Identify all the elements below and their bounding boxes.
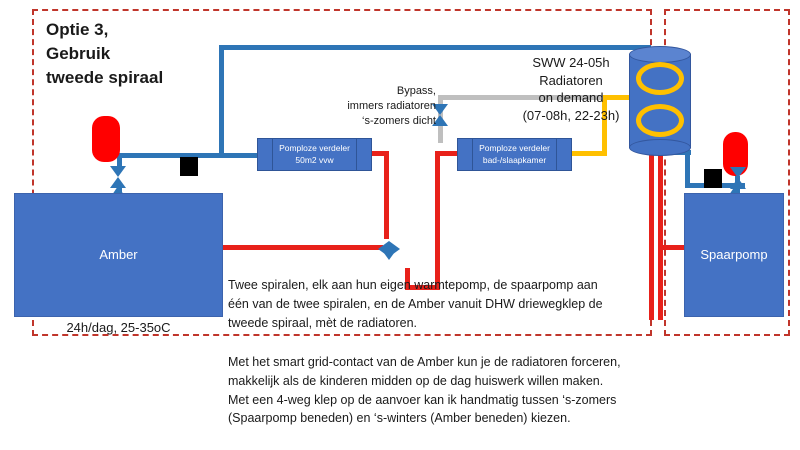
note-paragraph-1: Twee spiralen, elk aan hun eigen warmtep… xyxy=(228,278,603,330)
flow-arrow-amber xyxy=(112,186,124,195)
pipe-return-bottom-run xyxy=(405,285,440,290)
tank-coil-upper xyxy=(636,62,684,95)
shutoff-valve-right xyxy=(730,167,746,189)
pipe-coil-riser xyxy=(602,95,607,156)
pipe-return-riser-to-manifold2 xyxy=(435,151,440,290)
circulation-pump-right xyxy=(704,169,722,188)
annotation-sww: SWW 24-05h Radiatoren on demand (07-08h,… xyxy=(522,55,620,124)
pipe-tank-return-riser xyxy=(658,140,663,320)
three-way-valve xyxy=(378,234,408,264)
tank-coil-lower xyxy=(636,104,684,137)
manifold-radiatoren[interactable]: Pomploze verdeler bad-/slaapkamer xyxy=(457,138,572,171)
zone-boundary-right xyxy=(664,9,790,336)
pipe-spaarpomp-supply-drop xyxy=(685,150,690,188)
bypass-valve xyxy=(432,104,448,126)
pipe-supply-valve-drop xyxy=(117,153,122,171)
pipe-return-manifold2-in xyxy=(435,151,462,156)
tank-base xyxy=(629,139,691,156)
unit-amber-label: Amber xyxy=(99,246,138,262)
pipe-coil-to-tank xyxy=(602,95,650,100)
note-paragraph-2: Met het smart grid-contact van de Amber … xyxy=(228,355,621,426)
circulation-pump-left xyxy=(180,157,198,176)
pipe-spaarpomp-return xyxy=(658,245,686,250)
pipe-bypass-horizontal xyxy=(438,95,603,100)
unit-spaarpomp-label: Spaarpomp xyxy=(700,246,768,262)
page-title: Optie 3, Gebruik tweede spiraal xyxy=(46,20,164,88)
flow-arrow-spaarpomp xyxy=(729,186,741,195)
pipe-return-amber-out xyxy=(223,245,383,250)
annotation-bypass: Bypass, immers radiatoren ‘s-zomers dich… xyxy=(347,85,436,127)
pipe-supply-to-tank-top xyxy=(219,45,651,50)
manifold-vloerverwarming[interactable]: Pomploze verdeler 50m2 vvw xyxy=(257,138,372,171)
pipe-supply-riser xyxy=(219,45,224,155)
pipe-supply-amber-horizontal xyxy=(117,153,267,158)
pipe-coil-manifold2-out xyxy=(567,151,607,156)
manifold-1-label: Pomploze verdeler 50m2 vvw xyxy=(279,143,350,165)
pipe-return-3way-down xyxy=(405,268,410,290)
unit-amber-caption: 24h/dag, 25-35oC xyxy=(66,320,171,335)
unit-amber[interactable]: Amber xyxy=(14,193,223,317)
expansion-vessel-left xyxy=(92,116,120,162)
pipe-return-drop-to-3way xyxy=(384,151,389,239)
shutoff-valve-left xyxy=(110,166,126,188)
unit-spaarpomp[interactable]: Spaarpomp xyxy=(684,193,784,317)
pipe-tank-return-riser-2 xyxy=(649,140,654,320)
manifold-2-label: Pomploze verdeler bad-/slaapkamer xyxy=(479,143,550,165)
buffer-tank xyxy=(629,46,691,156)
pipe-return-manifold1-out xyxy=(367,151,389,156)
